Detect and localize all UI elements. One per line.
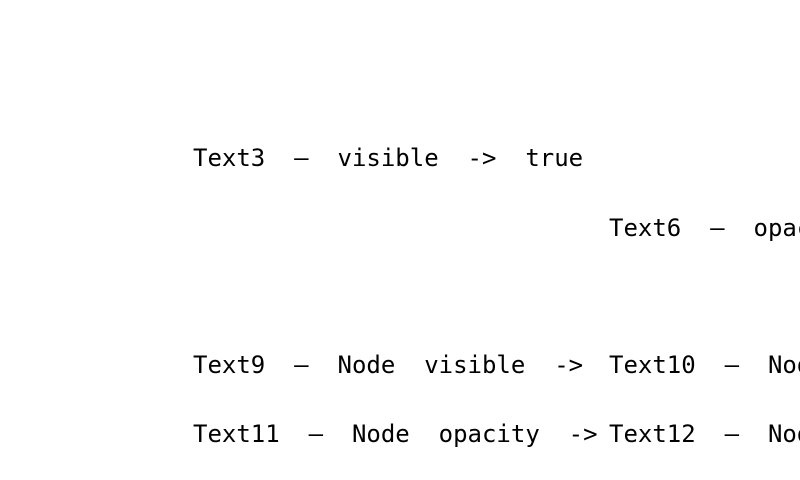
property-label-text10: Text10 – Node <box>609 351 800 379</box>
property-label-text12: Text12 – Node <box>609 420 800 448</box>
property-label-text9: Text9 – Node visible -> true <box>193 351 584 379</box>
property-label-text11: Text11 – Node opacity -> 0 <box>193 420 609 448</box>
property-label-text3: Text3 – visible -> true <box>193 144 584 172</box>
property-label-text6: Text6 – opacity <box>609 214 800 242</box>
